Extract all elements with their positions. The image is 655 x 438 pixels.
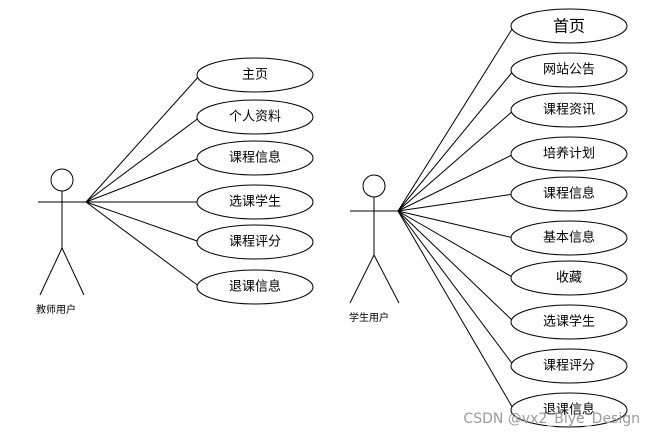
association-line <box>397 210 515 323</box>
use-case-ellipse <box>510 260 628 296</box>
use-case-ellipse <box>196 184 314 220</box>
use-case-label: 课程评分 <box>229 235 281 250</box>
actor-label: 教师用户 <box>36 303 76 316</box>
use-case-ellipse <box>510 304 628 340</box>
actor-leg <box>349 254 375 304</box>
use-case-label: 选课学生 <box>543 314 595 330</box>
actor-leg <box>373 254 400 304</box>
association-line <box>85 201 201 288</box>
association-line <box>85 201 201 243</box>
use-case-label: 退课信息 <box>543 402 595 418</box>
use-case-label: 课程资讯 <box>543 103 595 118</box>
use-case-ellipse <box>510 176 628 212</box>
association-line <box>397 210 515 239</box>
association-line <box>397 69 515 212</box>
use-case-ellipse <box>196 99 314 135</box>
use-case-label: 首页 <box>553 17 585 36</box>
actor-label: 学生用户 <box>349 311 389 324</box>
association-line <box>397 25 515 212</box>
actor-leg <box>39 247 63 296</box>
use-case-label: 培养计划 <box>543 146 595 162</box>
use-case-label: 网站公告 <box>543 63 595 78</box>
use-case-ellipse <box>196 140 314 176</box>
use-case-ellipse <box>196 224 314 260</box>
use-case-ellipse <box>510 392 628 428</box>
use-case-ellipse <box>510 136 628 172</box>
actor-head <box>50 168 74 192</box>
use-case-ellipse <box>510 220 628 256</box>
use-case-label: 主页 <box>242 68 268 83</box>
use-case-ellipse <box>510 8 628 44</box>
association-line <box>397 109 515 212</box>
association-line <box>85 74 201 203</box>
actor-head <box>362 174 386 198</box>
association-line <box>85 157 201 203</box>
association-line <box>85 116 201 203</box>
use-case-label: 课程信息 <box>229 150 281 166</box>
association-line <box>397 210 515 411</box>
use-case-ellipse <box>196 57 314 93</box>
use-case-ellipse <box>510 348 628 384</box>
association-line <box>397 210 515 279</box>
use-case-ellipse <box>510 92 628 128</box>
use-case-label: 个人资料 <box>229 110 281 125</box>
use-case-label: 选课学生 <box>229 194 281 210</box>
use-case-label: 基本信息 <box>543 230 595 246</box>
actor-leg <box>61 247 85 296</box>
use-case-ellipse <box>510 52 628 88</box>
use-case-label: 退课信息 <box>229 279 281 295</box>
watermark: CSDN @vx2_Blye_Design <box>463 411 640 427</box>
association-line <box>397 193 515 212</box>
association-line <box>397 153 515 212</box>
association-line <box>397 210 515 367</box>
use-case-label: 课程评分 <box>543 359 595 374</box>
use-case-label: 收藏 <box>556 271 582 286</box>
use-case-ellipse <box>196 269 314 305</box>
use-case-label: 课程信息 <box>543 186 595 202</box>
